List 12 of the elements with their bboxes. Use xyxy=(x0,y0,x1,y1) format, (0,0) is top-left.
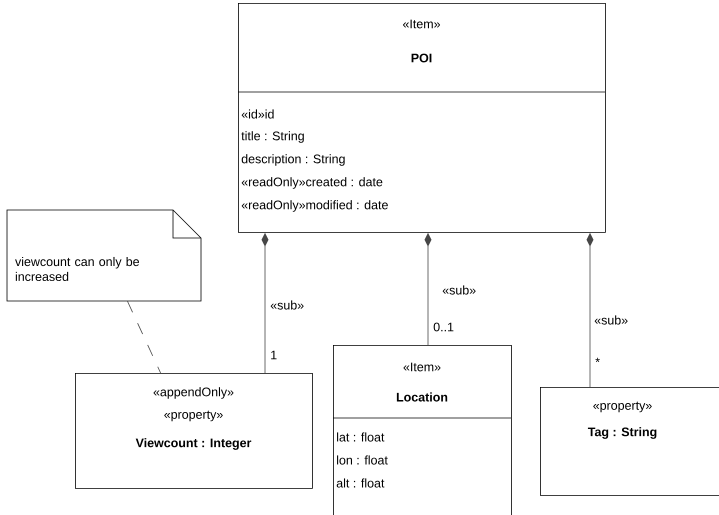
class-box: «appendOnly» «property» Viewcount : Integer xyxy=(75,373,313,489)
class-box: «Item» POI «id»id title : String description : String «readOnly»created : date «readOnly»modified : date xyxy=(238,3,606,233)
stereotype-label: «sub» xyxy=(594,315,628,325)
note-connector xyxy=(127,301,162,374)
multiplicity-label: * xyxy=(595,358,600,362)
class-box: «property» Tag : String xyxy=(540,387,719,496)
note-box: viewcount can only be increased xyxy=(6,210,202,302)
stereotype-label: «sub» xyxy=(270,300,304,310)
multiplicity-label: 1 xyxy=(271,350,277,360)
stereotype-label: «sub» xyxy=(442,285,476,295)
multiplicity-label: 0..1 xyxy=(434,322,454,332)
class-box: «Item» Location lat : float lon : float alt : float xyxy=(332,345,512,515)
